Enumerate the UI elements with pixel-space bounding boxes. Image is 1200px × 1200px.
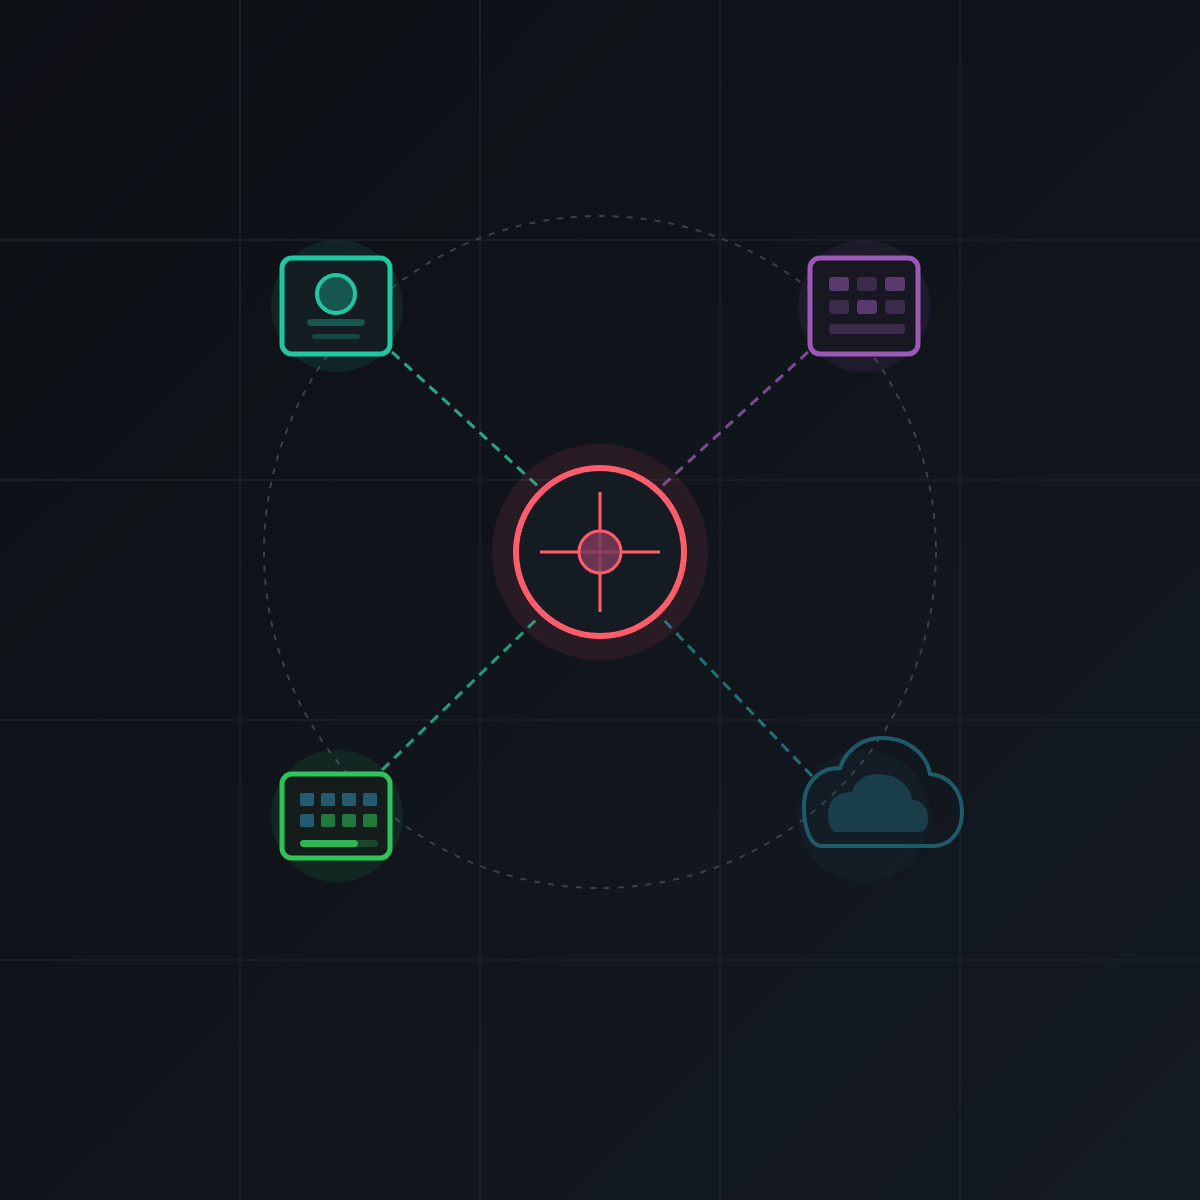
crosshair-target-icon[interactable] <box>492 444 708 660</box>
keyboard-icon[interactable] <box>279 771 393 861</box>
connector-keyboard <box>380 614 542 772</box>
connector-cloud <box>658 614 814 778</box>
cloud-icon[interactable] <box>801 735 965 848</box>
app-grid-icon[interactable] <box>807 255 921 357</box>
profile-card-icon[interactable] <box>279 255 393 357</box>
connector-lines <box>380 350 814 778</box>
orbit-ring <box>263 215 937 889</box>
